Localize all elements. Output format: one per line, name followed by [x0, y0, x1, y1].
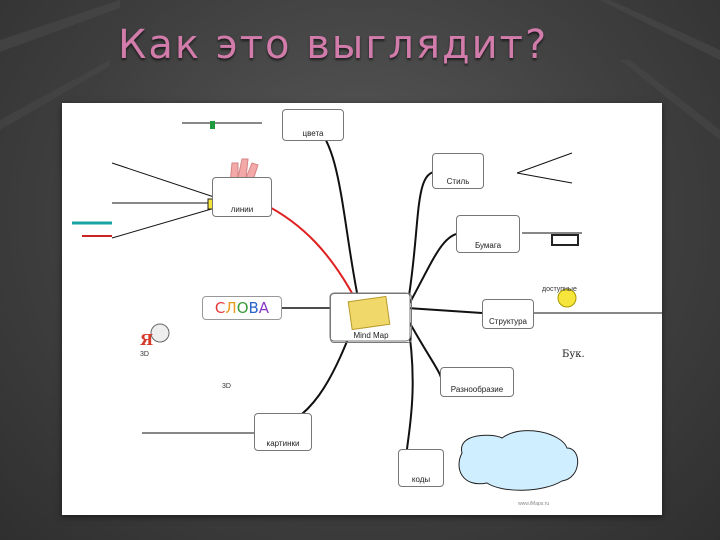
node-stil-label: Стиль — [446, 177, 470, 186]
node-center-label: Mind Map — [353, 331, 389, 340]
node-raznoobrazie-label: Разнообразие — [450, 385, 504, 394]
slova-letter: А — [258, 299, 270, 317]
slide-title: Как это выглядит? — [118, 22, 549, 68]
node-bumaga[interactable]: Бумага — [456, 215, 520, 253]
node-center[interactable]: Mind Map — [330, 293, 412, 343]
slova-letter: С — [214, 299, 226, 317]
node-kartinki[interactable]: картинки — [254, 413, 312, 451]
node-kartinki-label: картинки — [266, 439, 300, 448]
node-stil[interactable]: Стиль — [432, 153, 484, 189]
footer-url: www.iMaps.ru — [518, 501, 550, 507]
legend-green-badge — [210, 121, 216, 129]
slova-letter: Л — [225, 299, 237, 317]
label-3d-words: 3D — [140, 351, 149, 358]
label-3d-pictures: 3D — [222, 383, 231, 390]
label-buk: Бук. — [562, 349, 585, 360]
node-linii-label: линии — [230, 205, 254, 214]
mindmap-panel: цвета линии СЛОВА Я 3D 3D картинки Mind … — [62, 103, 662, 515]
node-bumaga-label: Бумага — [474, 241, 502, 250]
node-kody-label: коды — [411, 475, 431, 484]
slova-letter: В — [248, 299, 259, 317]
background-decoration-left — [0, 0, 120, 130]
label-dostupnye: доступные — [542, 286, 577, 293]
node-raznoobrazie[interactable]: Разнообразие — [440, 367, 514, 397]
slova-letter: О — [236, 299, 249, 317]
node-kody[interactable]: коды — [398, 449, 444, 487]
node-struktura[interactable]: Структура — [482, 299, 534, 329]
node-slova[interactable]: СЛОВА — [202, 296, 282, 320]
node-linii[interactable]: линии — [212, 177, 272, 217]
node-tsveta-label: цвета — [302, 129, 324, 138]
background-decoration-right — [600, 0, 720, 140]
letter-ya: Я — [140, 331, 154, 349]
node-struktura-label: Структура — [489, 317, 527, 326]
node-tsveta[interactable]: цвета — [282, 109, 344, 141]
